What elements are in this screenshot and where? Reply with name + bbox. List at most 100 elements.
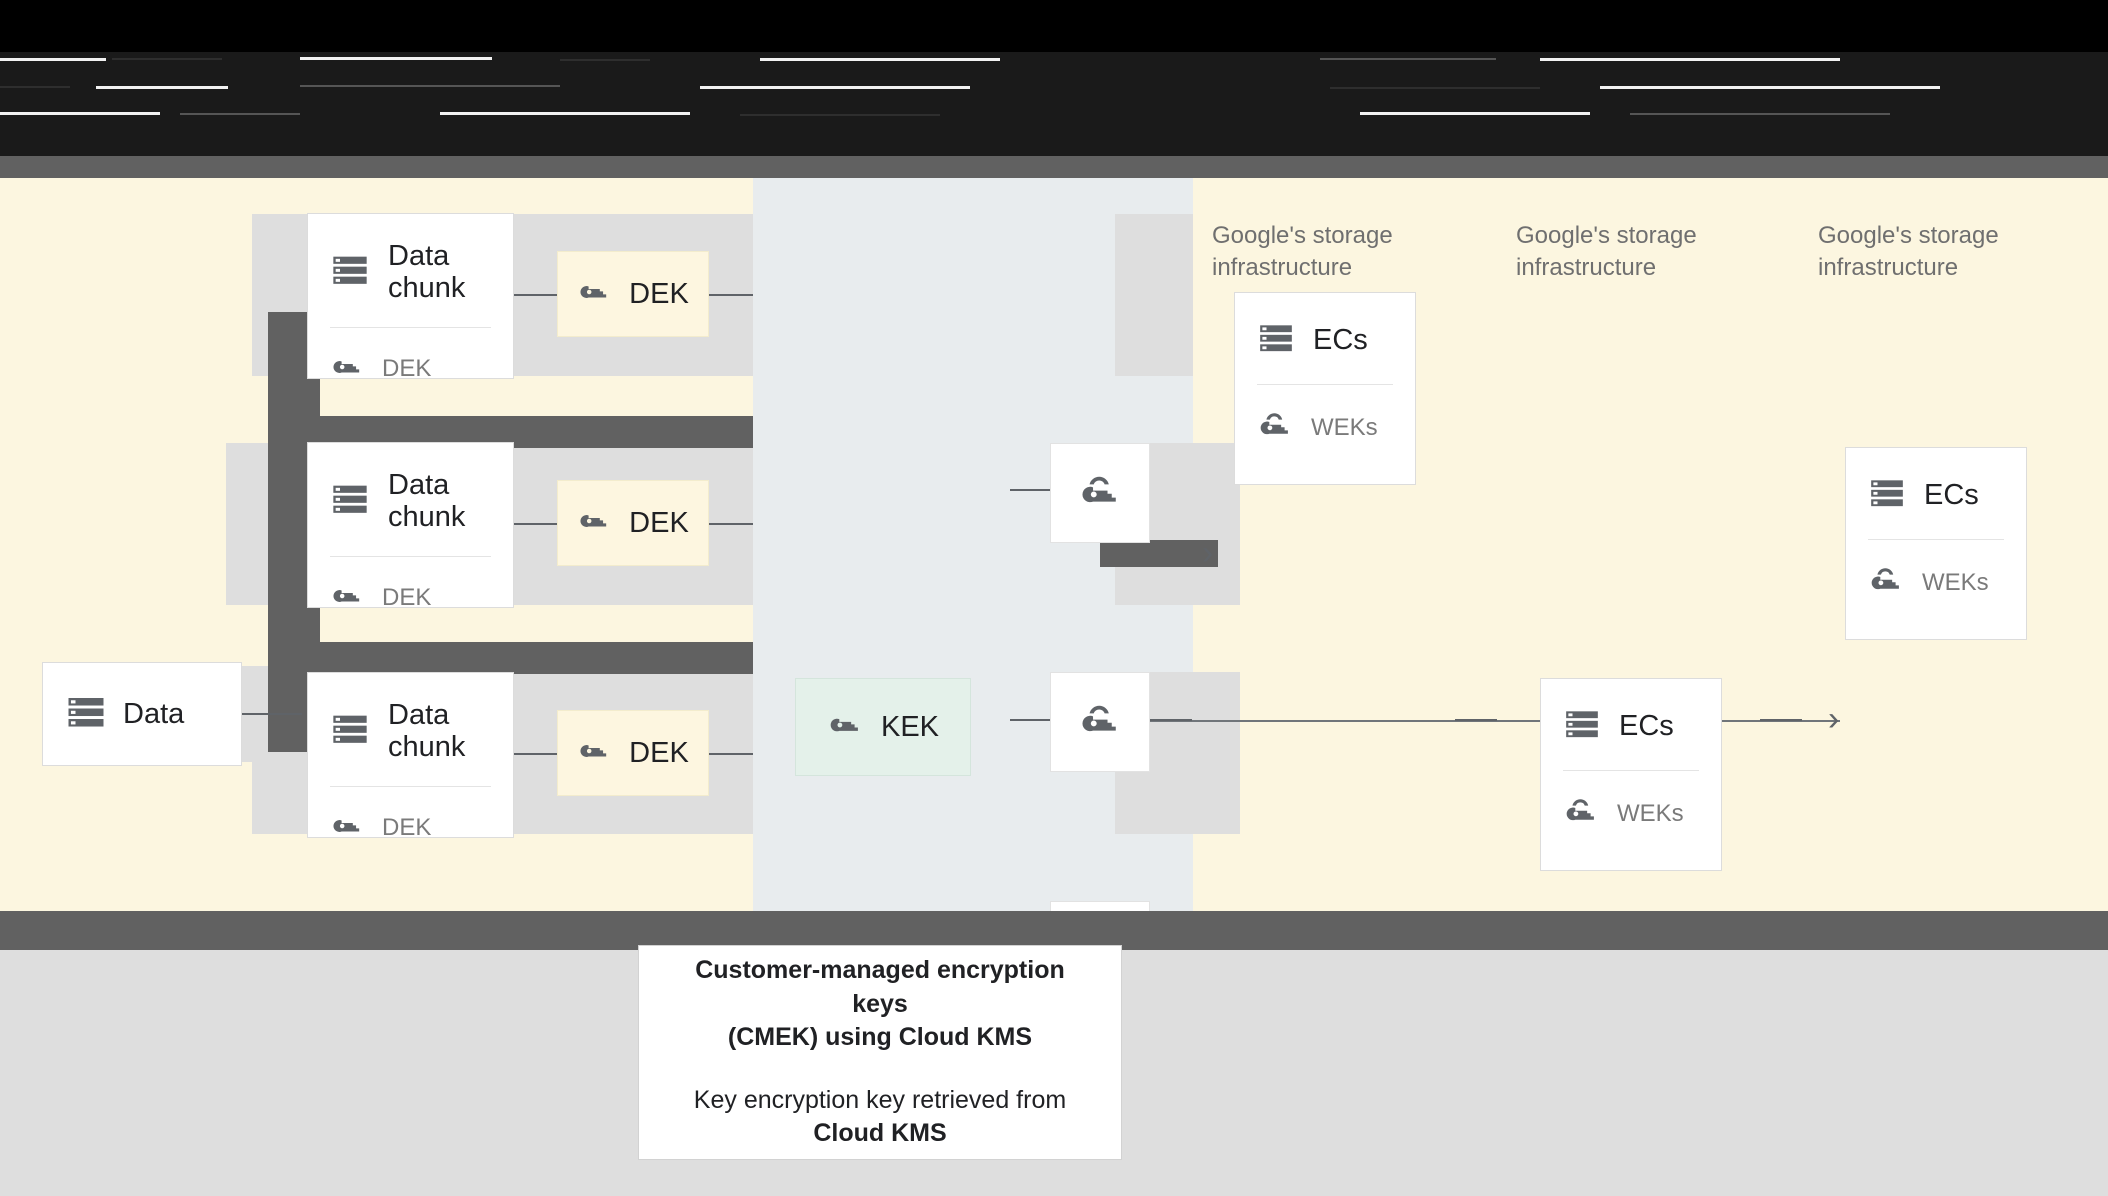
kek-box[interactable]: KEK — [795, 678, 971, 776]
kek-box-label: KEK — [880, 710, 940, 743]
storage-stack-icon — [1868, 474, 1906, 517]
ecs-2-title: ECs — [1924, 479, 1979, 512]
chunk-1-divider — [330, 326, 491, 328]
storage-stack-icon — [1563, 705, 1601, 748]
chunk-3-key-label: DEK — [382, 814, 432, 842]
dek-box-2-label: DEK — [629, 506, 689, 539]
storage-infra-label-2: Google's storage infrastructure — [1516, 222, 1697, 281]
wk-band-1 — [1115, 214, 1193, 376]
chunk-2-title: Data chunk — [388, 469, 466, 534]
wire-data-to-fanout — [242, 713, 302, 715]
ecs-3-title: ECs — [1619, 710, 1674, 743]
caption-body: Key encryption key retrieved from Cloud … — [694, 1084, 1066, 1151]
ecs-2-divider — [1868, 539, 2004, 540]
key-icon — [330, 350, 364, 389]
banner-text-rows — [0, 52, 2108, 170]
data-card[interactable]: Data — [42, 662, 242, 766]
chunk-2-divider — [330, 555, 491, 557]
caption-heading-line-2: (CMEK) using Cloud KMS — [727, 1022, 1033, 1051]
data-card-title: Data — [123, 697, 185, 730]
wire-to-ecs-2-seg-c — [1760, 719, 1802, 721]
ecs-2-key-label: WEKs — [1922, 568, 1989, 596]
ecs-card-3[interactable]: ECs WEKs — [1540, 678, 1722, 871]
key-icon — [577, 734, 611, 773]
key-icon — [330, 579, 364, 618]
horizontal-separator-2 — [268, 642, 753, 674]
chunk-2-key-label: DEK — [382, 584, 432, 612]
chunk-1-title: Data chunk — [388, 240, 466, 305]
storage-stack-icon — [330, 479, 370, 524]
wire-dek-3-out — [709, 753, 753, 755]
wrapped-key-icon — [1868, 562, 1904, 603]
wrapped-key-box-1[interactable] — [1050, 443, 1150, 543]
ecs-2-foot: WEKs — [1846, 540, 2026, 603]
dek-box-3-label: DEK — [629, 736, 689, 769]
data-card-head: Data — [43, 663, 241, 765]
wire-chunk-3-dek — [514, 753, 558, 755]
wire-dek-1-to-wrapped-key — [1010, 489, 1050, 491]
wrapped-key-icon — [1078, 698, 1122, 747]
data-chunk-card-2[interactable]: Data chunk DEK — [307, 442, 514, 611]
chunk-1-foot: DEK — [308, 328, 513, 389]
caption-body-line-2: Cloud KMS — [813, 1119, 947, 1148]
wire-dek-2-out — [709, 523, 753, 525]
ecs-3-divider — [1563, 770, 1699, 771]
ecs-1-foot: WEKs — [1235, 385, 1415, 448]
key-icon — [330, 809, 364, 848]
dek-box-1[interactable]: DEK — [557, 251, 709, 337]
diagram-canvas: Data Data chunk — [0, 178, 2108, 1001]
wrapped-key-icon — [1257, 407, 1293, 448]
wrapped-key-icon — [1078, 469, 1122, 518]
wrapped-key-transfer-bar — [1100, 540, 1218, 567]
key-icon — [577, 275, 611, 314]
data-chunk-card-1[interactable]: Data chunk DEK — [307, 213, 514, 382]
wire-to-ecs-2-seg-a — [1150, 719, 1192, 721]
ecs-1-title: ECs — [1313, 324, 1368, 357]
ecs-2-head: ECs — [1846, 448, 2026, 517]
wire-to-ecs-2-seg-b — [1455, 719, 1497, 721]
dek-box-2[interactable]: DEK — [557, 480, 709, 566]
ecs-card-1[interactable]: ECs WEKs — [1234, 292, 1416, 485]
storage-stack-icon — [65, 691, 107, 738]
key-icon — [577, 504, 611, 543]
chunk-1-key-label: DEK — [382, 355, 432, 383]
key-icon — [827, 707, 863, 748]
storage-stack-icon — [330, 250, 370, 295]
chunk-2-foot: DEK — [308, 557, 513, 618]
wrapped-key-icon — [1563, 793, 1599, 834]
arrowhead-to-ecs-1: › — [1202, 534, 1214, 572]
storage-stack-icon — [1257, 319, 1295, 362]
caption-card: Customer-managed encryption keys (CMEK) … — [638, 945, 1122, 1160]
caption-heading: Customer-managed encryption keys (CMEK) … — [667, 954, 1093, 1054]
ecs-1-key-label: WEKs — [1311, 413, 1378, 441]
wrapped-key-box-2[interactable] — [1050, 672, 1150, 772]
caption-heading-line-1: Customer-managed encryption keys — [695, 956, 1065, 1018]
ecs-3-key-label: WEKs — [1617, 799, 1684, 827]
wire-dek-1-out — [709, 294, 753, 296]
chunk-3-head: Data chunk — [308, 673, 513, 764]
chunk-1-head: Data chunk — [308, 214, 513, 305]
storage-stack-icon — [330, 709, 370, 754]
caption-body-line-1: Key encryption key retrieved from — [693, 1086, 1067, 1115]
wire-chunk-2-dek — [514, 523, 558, 525]
dek-box-1-label: DEK — [629, 277, 689, 310]
chunk-3-foot: DEK — [308, 787, 513, 848]
chunk-2-head: Data chunk — [308, 443, 513, 534]
ecs-1-head: ECs — [1235, 293, 1415, 362]
wire-chunk-1-dek — [514, 294, 558, 296]
top-banner — [0, 0, 2108, 170]
data-chunk-card-3[interactable]: Data chunk DEK — [307, 672, 514, 841]
top-gray-strip — [0, 156, 2108, 178]
ecs-1-divider — [1257, 384, 1393, 385]
storage-infra-label-1: Google's storage infrastructure — [1212, 222, 1393, 281]
arrowhead-to-ecs-2: › — [1828, 700, 1840, 738]
ecs-card-2[interactable]: ECs WEKs — [1845, 447, 2027, 640]
wire-kek-to-wrapped-key — [1010, 719, 1050, 721]
chunk-3-title: Data chunk — [388, 699, 466, 764]
ecs-3-head: ECs — [1541, 679, 1721, 748]
ecs-3-foot: WEKs — [1541, 771, 1721, 834]
dek-box-3[interactable]: DEK — [557, 710, 709, 796]
chunk-3-divider — [330, 785, 491, 787]
storage-infra-label-3: Google's storage infrastructure — [1818, 222, 1999, 281]
